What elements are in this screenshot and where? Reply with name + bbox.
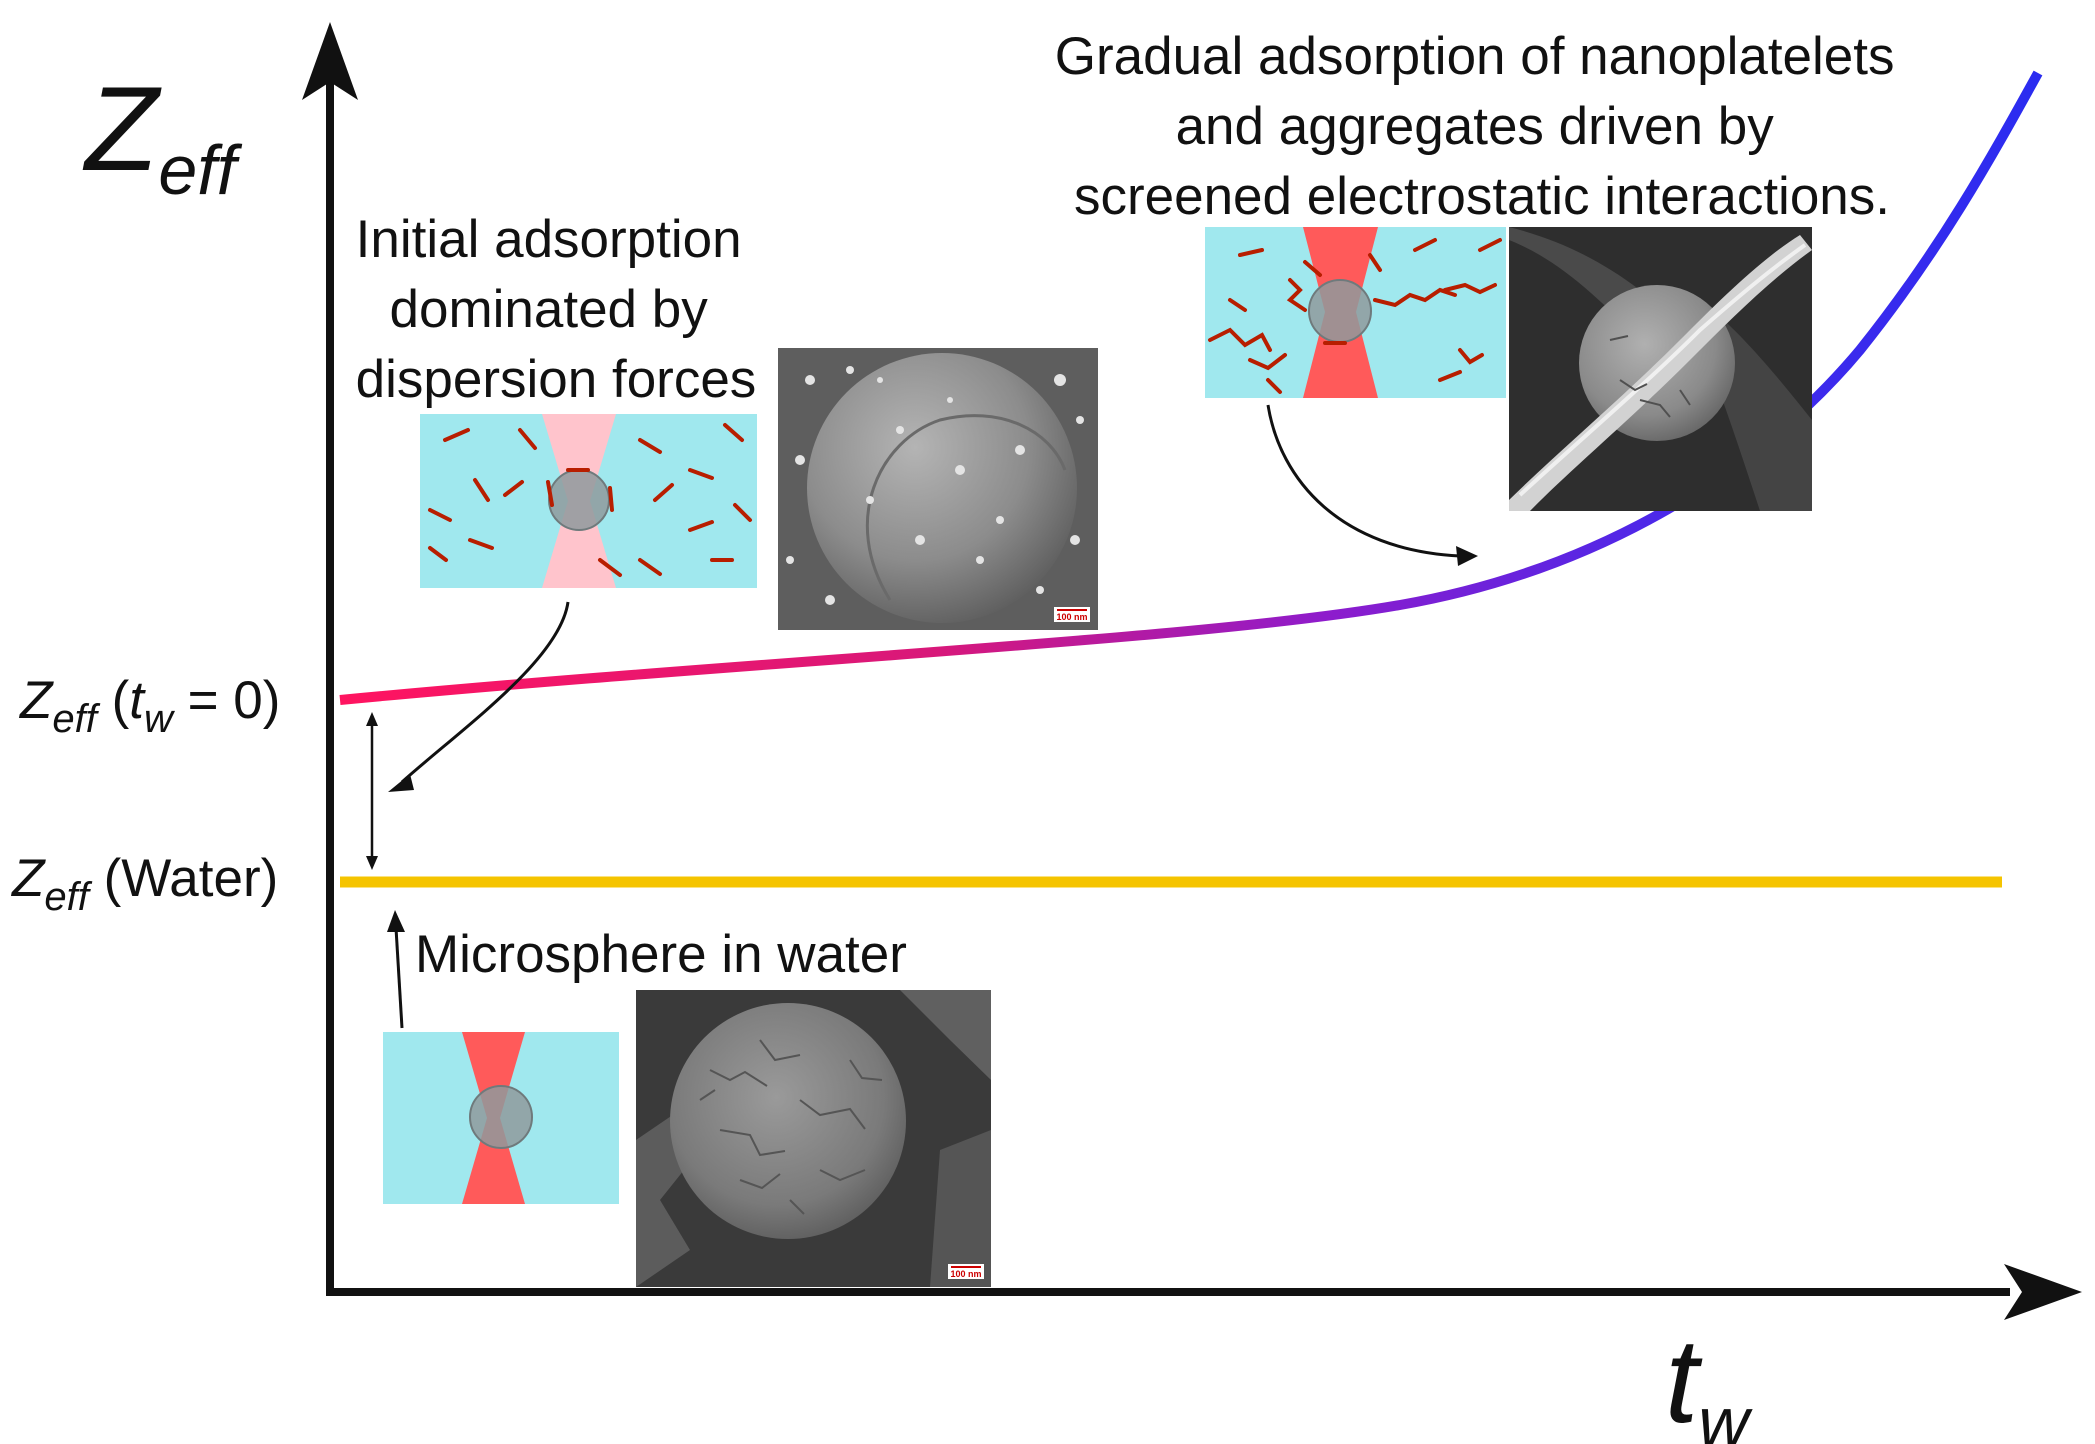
nanoplatelets: [428, 423, 752, 577]
x-axis: [326, 1264, 2082, 1320]
scale-bar: 100 nm: [1054, 607, 1090, 622]
x-axis-title: tw: [1665, 1314, 1753, 1444]
scale-bar: 100 nm: [948, 1264, 984, 1279]
annotation-initial-adsorption: Initial adsorption dominated by dispersi…: [356, 210, 757, 409]
zeff-growth-curve: [339, 70, 2043, 705]
microsphere: [469, 1085, 533, 1149]
schematic-gradual-adsorption: [1205, 227, 1506, 398]
svg-text:100 nm: 100 nm: [950, 1269, 981, 1279]
annotation-gradual-adsorption: Gradual adsorption of nanoplatelets and …: [1055, 27, 1909, 226]
microsphere: [1308, 279, 1372, 343]
schematic-initial-adsorption: [420, 414, 757, 588]
sem-aggregate-strand: [1509, 235, 1812, 511]
svg-text:100 nm: 100 nm: [1056, 612, 1087, 622]
y-axis: [302, 22, 358, 1290]
annotation-microsphere-in-water: Microsphere in water: [415, 925, 907, 984]
schematic-microsphere-water: [383, 1032, 619, 1204]
sem-image-microsphere-water: 100 nm: [636, 990, 991, 1287]
sem-image-gradual-adsorption: [1509, 227, 1812, 511]
sem-image-initial-adsorption: 100 nm: [778, 348, 1098, 630]
aggregates: [1208, 238, 1502, 394]
x-axis-arrowhead: [2004, 1264, 2082, 1320]
level-label-water: Zeff (Water): [10, 849, 278, 919]
microsphere: [548, 469, 610, 531]
y-axis-title: Zeff: [82, 62, 243, 209]
y-axis-arrowhead: [302, 22, 358, 100]
level-gap-arrow: [366, 712, 378, 870]
arrow-to-curve: [1266, 404, 1478, 566]
arrow-to-initial-level: [388, 601, 570, 792]
sem-microsphere: [670, 1003, 906, 1239]
level-label-initial: Zeff (tw = 0): [18, 671, 280, 741]
sem-microsphere: [807, 353, 1077, 623]
adsorbed-particles: [786, 366, 1084, 605]
arrow-to-water-level: [387, 910, 405, 1029]
